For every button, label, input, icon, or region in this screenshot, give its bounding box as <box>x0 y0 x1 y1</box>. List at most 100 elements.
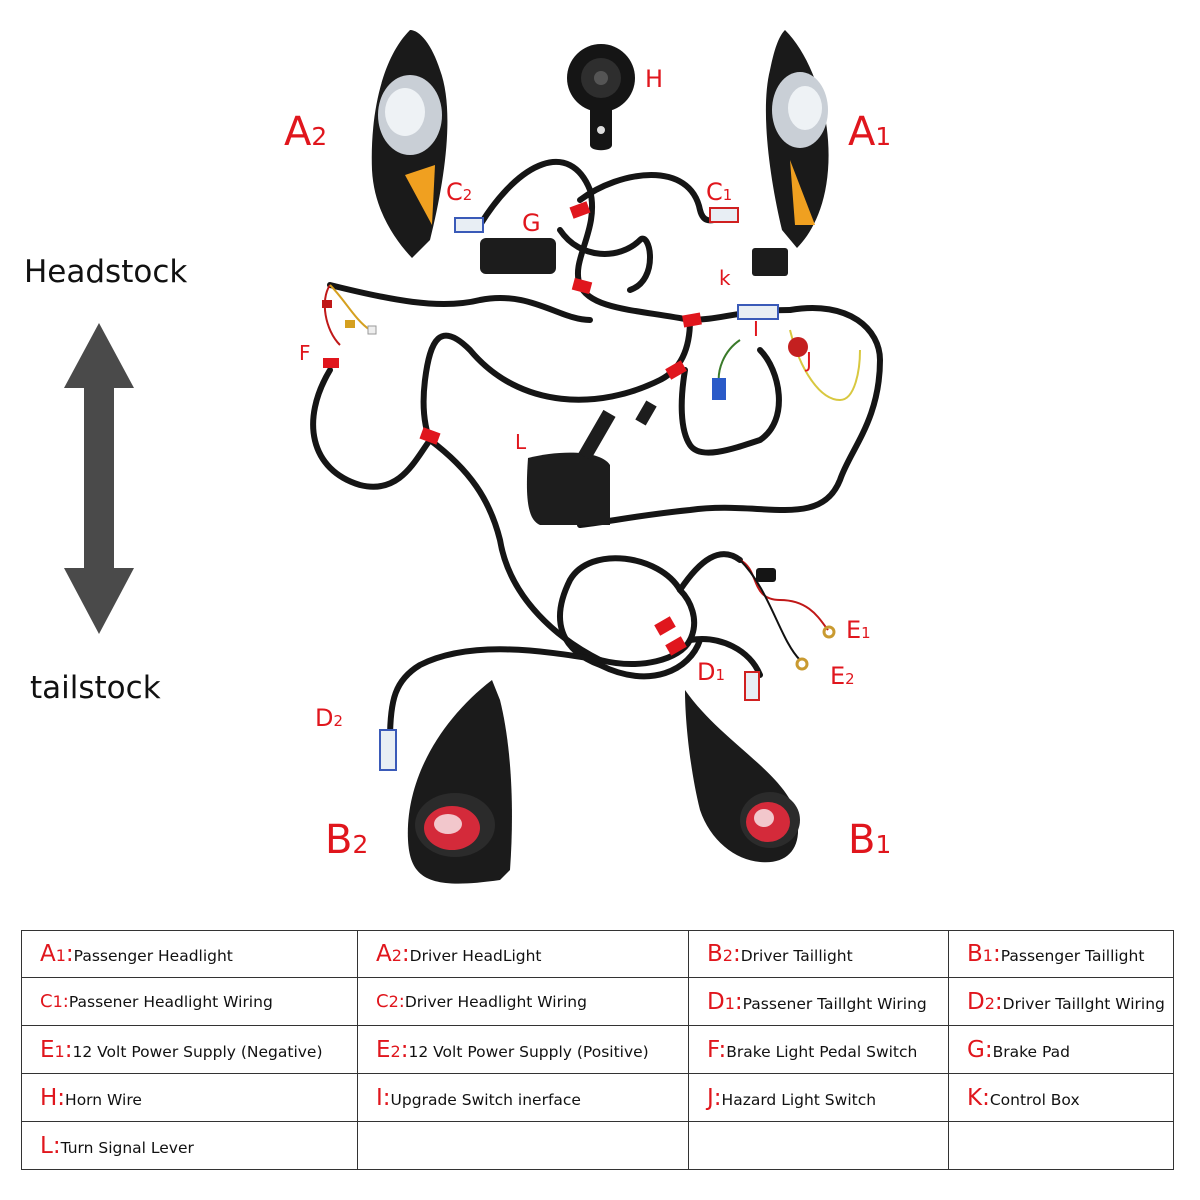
callout-k: k <box>719 266 731 290</box>
legend-row: E1:12 Volt Power Supply (Negative)E2:12 … <box>21 1025 1174 1074</box>
c1-connector-icon <box>709 207 739 223</box>
legend-description: Upgrade Switch inerface <box>390 1090 581 1109</box>
legend-cell <box>688 1121 949 1170</box>
legend-code-sub: 1 <box>724 993 735 1013</box>
legend-code-sep: : <box>984 1036 993 1063</box>
legend-code-letter: K <box>967 1084 983 1111</box>
callout-d1: D1 <box>697 658 725 686</box>
legend-cell: J:Hazard Light Switch <box>688 1073 949 1122</box>
legend-code-sub: 1 <box>54 1041 65 1061</box>
legend-code-sep: : <box>65 941 74 967</box>
legend-code-sep: : <box>400 1036 409 1063</box>
legend-description: Passener Headlight Wiring <box>68 993 273 1011</box>
legend-code-letter: H <box>40 1084 58 1111</box>
legend-cell: B1:Passenger Taillight <box>948 930 1174 978</box>
legend-code-letter: G <box>967 1036 985 1063</box>
legend-code: C1: <box>40 991 69 1012</box>
legend-cell: H:Horn Wire <box>21 1073 358 1122</box>
legend-code: K: <box>967 1085 990 1111</box>
legend-cell <box>948 1121 1174 1170</box>
legend-description: 12 Volt Power Supply (Positive) <box>408 1042 649 1061</box>
d2-connector-icon <box>379 729 397 771</box>
legend-code-letter: J <box>707 1084 714 1111</box>
legend-code-sep: : <box>52 1132 61 1159</box>
ring-terminal-icon <box>795 625 836 671</box>
legend-description: Driver Taillight <box>740 947 853 965</box>
legend-cell: B2:Driver Taillight <box>688 930 949 978</box>
headstock-label: Headstock <box>24 254 188 290</box>
legend-code-letter: A <box>40 941 56 967</box>
legend-code-sub: 2 <box>984 993 995 1013</box>
legend-code-letter: D <box>967 988 985 1015</box>
legend-code: G: <box>967 1037 993 1063</box>
legend-code: B2: <box>707 941 741 967</box>
legend-code: F: <box>707 1037 726 1063</box>
legend-code-sep: : <box>398 991 405 1012</box>
callout-c1: C1 <box>706 178 733 206</box>
legend-code-letter: L <box>40 1132 53 1159</box>
fuse-holder-icon <box>756 568 776 582</box>
legend-code-sep: : <box>62 991 69 1012</box>
legend-cell: A1:Passenger Headlight <box>21 930 358 978</box>
legend-code: E1: <box>40 1037 72 1063</box>
legend-cell: D2:Driver Taillght Wiring <box>948 977 1174 1026</box>
legend-code-sub: 1 <box>52 992 63 1011</box>
red-tape-marks <box>323 201 702 656</box>
legend-code-sep: : <box>734 988 743 1015</box>
callout-f: F <box>299 341 311 365</box>
callout-i: I <box>753 317 759 341</box>
legend-description: Brake Pad <box>992 1042 1070 1061</box>
brake-pad-icon <box>480 238 556 274</box>
legend-row: L:Turn Signal Lever <box>21 1121 1174 1170</box>
legend-cell: E2:12 Volt Power Supply (Positive) <box>357 1025 689 1074</box>
callout-c2: C2 <box>446 178 473 206</box>
legend-description: Driver HeadLight <box>409 947 542 965</box>
legend-code-sep: : <box>382 1084 391 1111</box>
legend-code: L: <box>40 1133 61 1159</box>
callout-a2: A2 <box>284 109 328 155</box>
callout-l: L <box>515 430 527 454</box>
cable-harness <box>310 159 884 743</box>
diagram-drawing <box>64 30 884 884</box>
callout-e1: E1 <box>846 616 871 644</box>
callout-a1: A1 <box>848 109 892 155</box>
legend-code-sep: : <box>732 941 741 967</box>
legend-code-letter: E <box>376 1036 391 1063</box>
legend-code: B1: <box>967 941 1001 967</box>
legend-code-sub: 2 <box>391 946 402 965</box>
legend-code-letter: I <box>376 1084 383 1111</box>
legend-code: C2: <box>376 991 405 1012</box>
legend-code: A1: <box>40 941 74 967</box>
legend-description: Hazard Light Switch <box>721 1090 877 1109</box>
passenger-headlight-icon <box>765 30 829 248</box>
legend-code-letter: B <box>707 941 723 967</box>
double-arrow-icon <box>64 323 134 634</box>
legend-description: Horn Wire <box>65 1090 142 1109</box>
legend-code-letter: C <box>40 991 53 1012</box>
hazard-switch-icon <box>788 337 808 357</box>
legend-code-sep: : <box>713 1084 722 1111</box>
legend-code: E2: <box>376 1037 408 1063</box>
d1-connector-icon <box>744 671 760 701</box>
callout-j: J <box>806 348 812 372</box>
legend-code: A2: <box>376 941 410 967</box>
legend-code-sub: 2 <box>388 992 399 1011</box>
legend-code-sub: 2 <box>722 946 733 965</box>
passenger-taillight-icon <box>685 690 800 863</box>
driver-headlight-icon <box>371 30 448 258</box>
callout-b1: B1 <box>848 817 892 863</box>
thin-wires <box>323 284 861 661</box>
legend-code: H: <box>40 1085 65 1111</box>
legend-description: Driver Taillght Wiring <box>1002 994 1165 1013</box>
legend-cell: L:Turn Signal Lever <box>21 1121 358 1170</box>
legend-code: D1: <box>707 989 743 1015</box>
legend-cell: A2:Driver HeadLight <box>357 930 689 978</box>
callout-h: H <box>645 65 664 93</box>
legend-code: D2: <box>967 989 1003 1015</box>
brake-switch-plugs-icon <box>322 300 377 335</box>
